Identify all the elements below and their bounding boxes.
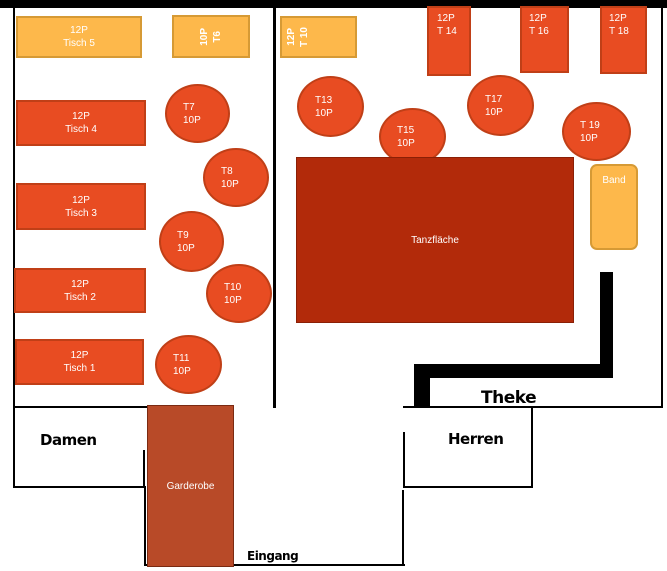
table-capacity: 10P: [199, 27, 210, 46]
table-name: T 16: [529, 26, 549, 37]
cloakroom: Garderobe: [147, 405, 234, 567]
entrance-wall: [144, 486, 146, 566]
table-capacity: 10P: [177, 242, 195, 254]
table-tisch-1[interactable]: 12P Tisch 1: [15, 339, 144, 385]
wall-divider: [273, 8, 276, 408]
table-tisch-5[interactable]: 12P Tisch 5: [16, 16, 142, 58]
table-name: T13: [315, 94, 333, 106]
table-capacity: 10P: [173, 365, 191, 377]
table-capacity: 12P: [70, 350, 89, 361]
table-capacity: 12P: [529, 13, 547, 24]
table-capacity: 12P: [286, 28, 297, 46]
table-capacity: 10P: [485, 106, 503, 118]
table-name: Tisch 1: [63, 363, 96, 374]
bar-label: Theke: [481, 388, 537, 408]
table-capacity: 10P: [315, 107, 333, 119]
table-capacity: 12P: [72, 111, 90, 122]
table-name: T 18: [609, 26, 629, 37]
bar-counter: [600, 272, 613, 378]
table-name: T6: [212, 30, 223, 43]
entrance-wall: [402, 490, 404, 566]
table-name: Tisch 4: [65, 124, 97, 135]
table-capacity: 10P: [183, 114, 201, 126]
gents-wall: [403, 432, 405, 488]
table-name: T8: [221, 165, 233, 177]
table-capacity: 12P: [609, 13, 627, 24]
dance-floor-label: Tanzfläche: [411, 234, 459, 246]
table-name: Tisch 3: [65, 207, 97, 219]
table-capacity: 12P: [70, 25, 88, 36]
table-tisch-4[interactable]: 12P Tisch 4: [16, 100, 146, 146]
table-name: T 14: [437, 26, 457, 37]
table-capacity: 12P: [437, 13, 455, 24]
table-capacity: 12P: [72, 194, 90, 206]
dance-floor: Tanzfläche: [296, 157, 574, 323]
ladies-restroom-label: Damen: [40, 431, 97, 449]
table-name: T17: [485, 93, 503, 105]
gents-wall: [403, 486, 533, 488]
gents-wall: [531, 406, 533, 488]
wall-left: [13, 8, 15, 408]
bar-counter: [414, 364, 430, 408]
table-capacity: 12P: [71, 278, 89, 290]
table-t16[interactable]: 12P T 16: [520, 6, 569, 73]
band-label: Band: [602, 175, 626, 186]
table-capacity: 10P: [580, 132, 598, 144]
gents-restroom-label: Herren: [448, 430, 504, 448]
table-name: T10: [224, 281, 242, 293]
table-name: Tisch 2: [64, 291, 96, 303]
table-name: T 19: [580, 119, 600, 131]
table-name: T11: [173, 352, 190, 364]
table-t14[interactable]: 12P T 14: [427, 6, 471, 76]
wall-bottom-right: [403, 406, 663, 408]
table-capacity: 10P: [397, 137, 415, 149]
band-stage: Band: [590, 164, 638, 250]
bar-counter: [414, 364, 613, 378]
entrance-wall: [144, 564, 405, 566]
ladies-wall: [13, 486, 145, 488]
table-name: T9: [177, 229, 189, 241]
table-name: T 10: [299, 26, 310, 47]
ladies-wall: [13, 406, 15, 488]
table-capacity: 10P: [221, 178, 239, 190]
entrance-label: Eingang: [247, 549, 299, 563]
wall-right: [661, 8, 663, 408]
table-name: T15: [397, 124, 415, 136]
wall-top: [0, 0, 667, 8]
table-name: Tisch 5: [63, 38, 95, 49]
wall-bottom-left: [13, 406, 147, 408]
table-t18[interactable]: 12P T 18: [600, 6, 647, 74]
table-name: T7: [183, 101, 195, 113]
cloakroom-label: Garderobe: [166, 480, 215, 492]
table-capacity: 10P: [224, 294, 242, 306]
ladies-wall: [143, 450, 145, 488]
